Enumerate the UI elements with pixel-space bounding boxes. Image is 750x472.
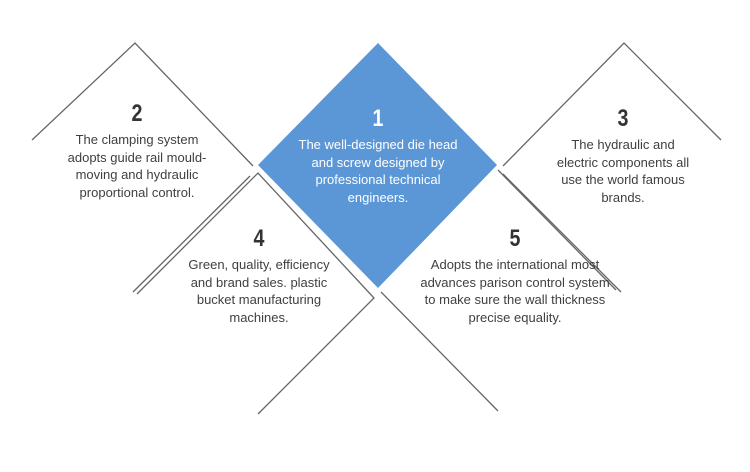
block-2: 2 The clamping system adopts guide rail … [66, 100, 208, 201]
block-5-number: 5 [509, 225, 521, 252]
block-5: 5 Adopts the international most advances… [420, 225, 610, 326]
block-2-text: The clamping system adopts guide rail mo… [67, 132, 207, 200]
center-diamond [258, 43, 497, 288]
chevron-5-outline [380, 291, 499, 412]
block-4-number: 4 [253, 225, 265, 252]
block-1-text: The well-designed die head and screw des… [298, 137, 458, 205]
block-4-text: Green, quality, efficiency and brand sal… [188, 257, 330, 325]
chevron-3-inner-edge [502, 173, 622, 293]
chevron-4-outline [136, 172, 375, 415]
chevron-2-outline [31, 42, 254, 167]
block-3-text: The hydraulic and electric components al… [556, 137, 690, 205]
block-1: 1 The well-designed die head and screw d… [298, 105, 458, 206]
block-2-number: 2 [131, 100, 143, 127]
chevron-2-inner-edge [132, 175, 251, 293]
chevron-5-outline-right [497, 169, 617, 291]
block-3: 3 The hydraulic and electric components … [552, 105, 694, 206]
chevron-3-outline [502, 42, 722, 167]
block-1-number: 1 [372, 105, 384, 132]
block-5-text: Adopts the international most advances p… [420, 257, 610, 325]
block-3-number: 3 [617, 105, 629, 132]
block-4: 4 Green, quality, efficiency and brand s… [180, 225, 338, 326]
